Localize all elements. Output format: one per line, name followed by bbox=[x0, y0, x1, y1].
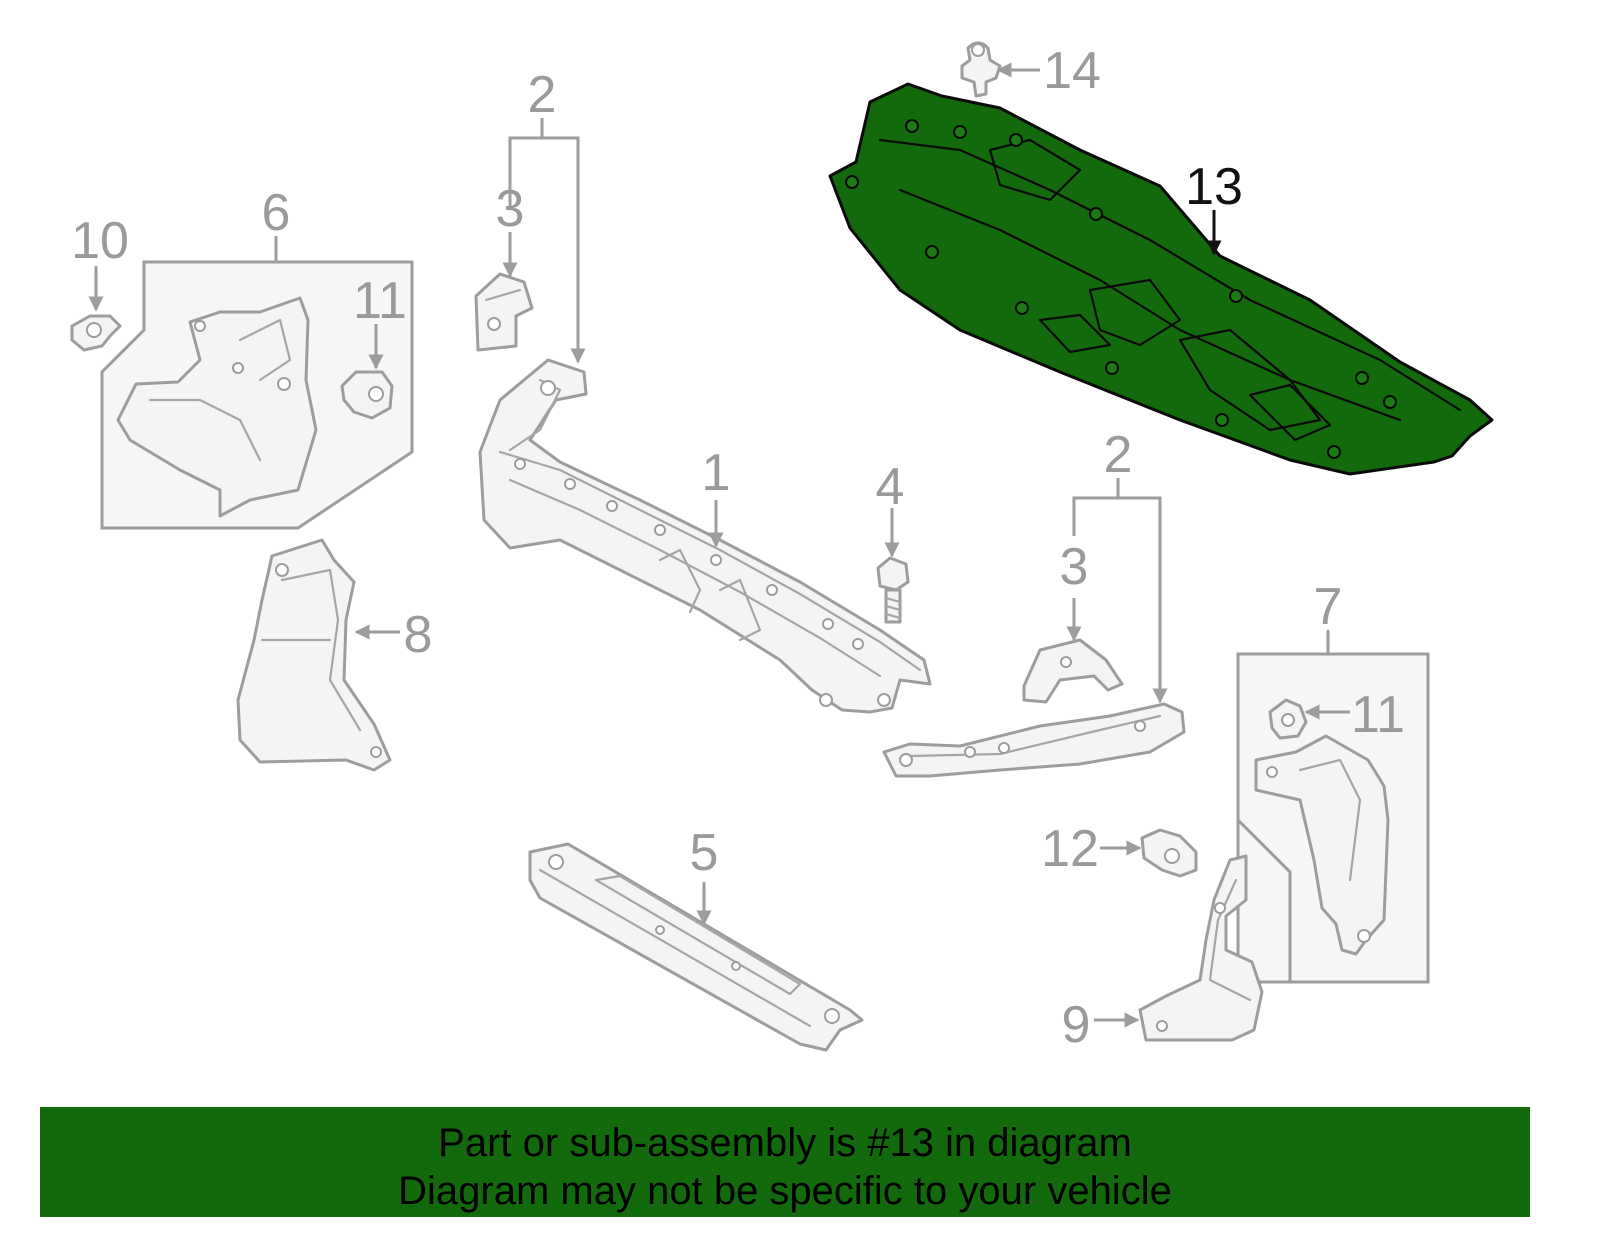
part-3-bracket-upper[interactable] bbox=[474, 272, 534, 352]
callout-10: 10 bbox=[71, 212, 129, 270]
callout-6: 6 bbox=[262, 184, 291, 242]
callout-11-left: 11 bbox=[353, 272, 407, 330]
part-4-bolt[interactable] bbox=[876, 556, 910, 624]
callout-12: 12 bbox=[1041, 820, 1099, 878]
callout-4: 4 bbox=[876, 458, 905, 516]
callout-3-lower: 3 bbox=[1060, 538, 1089, 596]
part-14-clip[interactable] bbox=[960, 41, 1002, 98]
callout-8: 8 bbox=[404, 606, 433, 664]
info-banner: Part or sub-assembly is #13 in diagram D… bbox=[40, 1107, 1530, 1217]
part-13-cover[interactable] bbox=[828, 82, 1494, 476]
part-8-side-bracket[interactable] bbox=[236, 538, 392, 772]
part-5-lower-tie-bar[interactable] bbox=[528, 842, 864, 1052]
part-9-lower-bracket[interactable] bbox=[1138, 854, 1264, 1042]
callout-5: 5 bbox=[690, 824, 719, 882]
callout-14: 14 bbox=[1043, 42, 1101, 100]
part-11-grommet-right[interactable] bbox=[1268, 698, 1308, 740]
part-3-bracket-lower[interactable] bbox=[1022, 638, 1124, 704]
banner-line-disclaimer: Diagram may not be specific to your vehi… bbox=[398, 1169, 1172, 1213]
part-12-clip[interactable] bbox=[1140, 828, 1198, 878]
callout-3-upper: 3 bbox=[496, 180, 525, 238]
part-6-assembly[interactable] bbox=[100, 260, 414, 530]
callout-1: 1 bbox=[702, 444, 731, 502]
banner-line-part: Part or sub-assembly is #13 in diagram bbox=[438, 1121, 1132, 1165]
part-11-grommet-left[interactable] bbox=[340, 370, 394, 420]
callout-9: 9 bbox=[1062, 996, 1091, 1054]
part-10-clip[interactable] bbox=[70, 314, 122, 352]
callout-7: 7 bbox=[1314, 578, 1343, 636]
callout-13: 13 bbox=[1185, 158, 1243, 216]
part-1-support-bar[interactable] bbox=[478, 358, 932, 714]
callout-2-upper: 2 bbox=[528, 66, 557, 124]
callout-11-right: 11 bbox=[1351, 686, 1405, 744]
part-2-bar-lower[interactable] bbox=[882, 702, 1186, 778]
callout-2-lower: 2 bbox=[1104, 426, 1133, 484]
leader-2-upper bbox=[508, 136, 586, 364]
